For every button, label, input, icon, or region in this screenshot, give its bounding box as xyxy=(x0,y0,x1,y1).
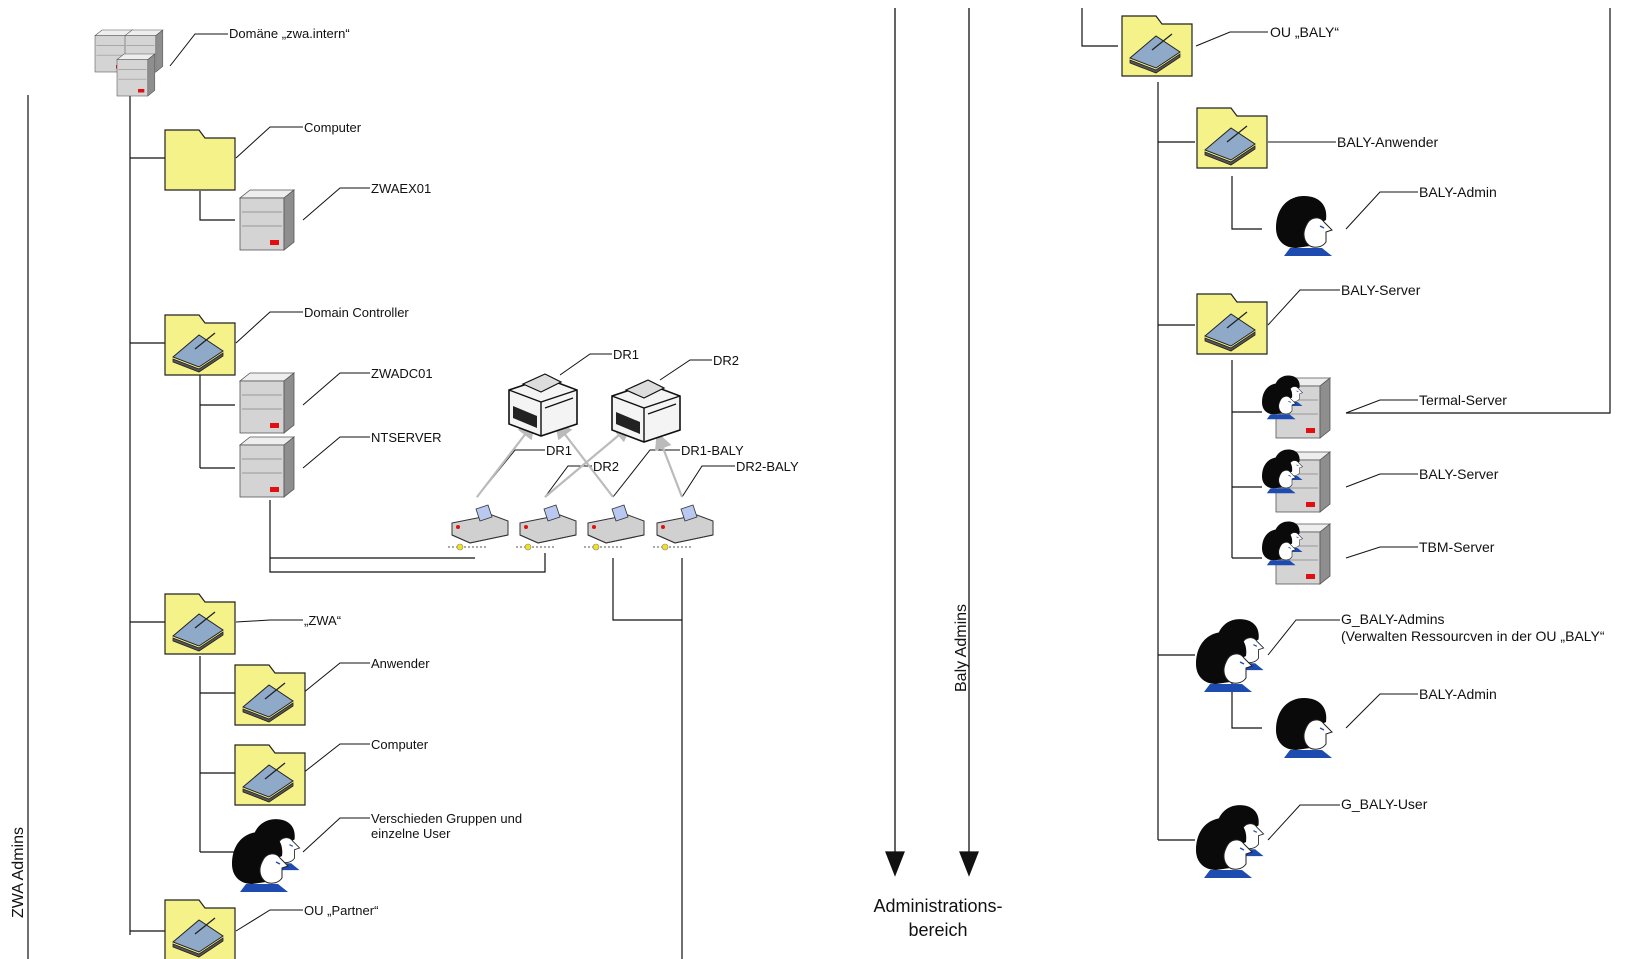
anwender-folder-icon[interactable] xyxy=(234,664,306,726)
groups-users-icon[interactable] xyxy=(232,819,300,892)
queue-dr1-baly-label: DR1-BALY xyxy=(681,443,744,458)
anwender-label: Anwender xyxy=(371,656,430,671)
ou-zwa-label: „ZWA“ xyxy=(304,613,342,628)
ou-partner-label: OU „Partner“ xyxy=(304,903,379,918)
ou-zwa-folder-icon[interactable] xyxy=(164,593,236,655)
dr1-printer-label: DR1 xyxy=(613,347,640,362)
computer-folder-icon[interactable] xyxy=(164,129,236,191)
baly-server-folder-icon[interactable] xyxy=(1196,293,1268,355)
g-baly-admins-label-line1: G_BALY-Admins xyxy=(1341,611,1445,627)
computer-folder-label: Computer xyxy=(304,120,362,135)
zwaex01-server-icon[interactable] xyxy=(239,189,295,251)
left-leader-lines xyxy=(169,33,735,932)
termal-server-label: Termal-Server xyxy=(1419,392,1507,408)
g-baly-admins-group-icon[interactable] xyxy=(1196,619,1264,692)
g-baly-user-label: G_BALY-User xyxy=(1341,796,1428,812)
queue-dr1-label: DR1 xyxy=(546,443,573,458)
ntserver-server-icon[interactable] xyxy=(239,436,295,498)
g-baly-admins-label-line2: (Verwalten Ressourcven in der OU „BALY“ xyxy=(1341,628,1605,644)
zwadc01-label: ZWADC01 xyxy=(371,366,433,381)
dr1-printer-icon[interactable] xyxy=(508,373,578,437)
ou-partner-folder-icon[interactable] xyxy=(164,899,236,959)
zwa-admins-axis-label: ZWA Admins xyxy=(10,827,27,918)
admin-area-label-line1: Administrations- xyxy=(873,896,1003,916)
tbm-server-icon[interactable] xyxy=(1262,521,1331,585)
admin-area-label-line2: bereich xyxy=(908,920,968,940)
baly-server-label: BALY-Server xyxy=(1419,466,1499,482)
domain-label: Domäne „zwa.intern“ xyxy=(229,26,350,41)
queue-dr1-printer-icon[interactable] xyxy=(447,504,509,551)
printer-queue-arrows xyxy=(476,421,684,498)
domain-controller-label: Domain Controller xyxy=(304,305,409,320)
baly-admin-2-label: BALY-Admin xyxy=(1419,686,1497,702)
queue-dr2-label: DR2 xyxy=(593,459,620,474)
queue-dr2-baly-printer-icon[interactable] xyxy=(652,504,714,551)
baly-server-icon[interactable] xyxy=(1262,449,1331,513)
termal-server-icon[interactable] xyxy=(1262,375,1331,439)
baly-admin-label: BALY-Admin xyxy=(1419,184,1497,200)
right-leader-lines xyxy=(1195,31,1418,841)
admin-area-arrows xyxy=(885,8,979,877)
baly-admins-axis-label: Baly Admins xyxy=(953,603,970,692)
dr2-printer-icon[interactable] xyxy=(611,379,681,443)
queue-dr2-printer-icon[interactable] xyxy=(515,504,577,551)
ntserver-label: NTSERVER xyxy=(371,430,442,445)
domain-servers-icon[interactable] xyxy=(94,29,164,97)
computer2-label: Computer xyxy=(371,737,429,752)
tbm-server-label: TBM-Server xyxy=(1419,539,1495,555)
right-tree-lines xyxy=(1081,8,1611,841)
domain-controller-folder-icon[interactable] xyxy=(164,314,236,376)
baly-anwender-folder-icon[interactable] xyxy=(1196,107,1268,169)
g-baly-user-group-icon[interactable] xyxy=(1196,805,1264,878)
queue-dr1-baly-printer-icon[interactable] xyxy=(583,504,645,551)
computer2-folder-icon[interactable] xyxy=(234,744,306,806)
dr2-printer-label: DR2 xyxy=(713,353,740,368)
ou-baly-label: OU „BALY“ xyxy=(1270,24,1339,40)
ou-baly-folder-icon[interactable] xyxy=(1121,15,1193,77)
left-tree-lines xyxy=(27,88,683,959)
zwadc01-server-icon[interactable] xyxy=(239,372,295,434)
queue-dr2-baly-label: DR2-BALY xyxy=(736,459,799,474)
baly-admin-user-icon[interactable] xyxy=(1275,195,1333,257)
baly-server-folder-label: BALY-Server xyxy=(1341,282,1421,298)
zwaex01-label: ZWAEX01 xyxy=(371,181,432,196)
baly-admin-2-user-icon[interactable] xyxy=(1275,697,1333,759)
groups-label-line2: einzelne User xyxy=(371,826,451,841)
groups-label-line1: Verschieden Gruppen und xyxy=(371,811,523,826)
baly-anwender-label: BALY-Anwender xyxy=(1337,134,1439,150)
